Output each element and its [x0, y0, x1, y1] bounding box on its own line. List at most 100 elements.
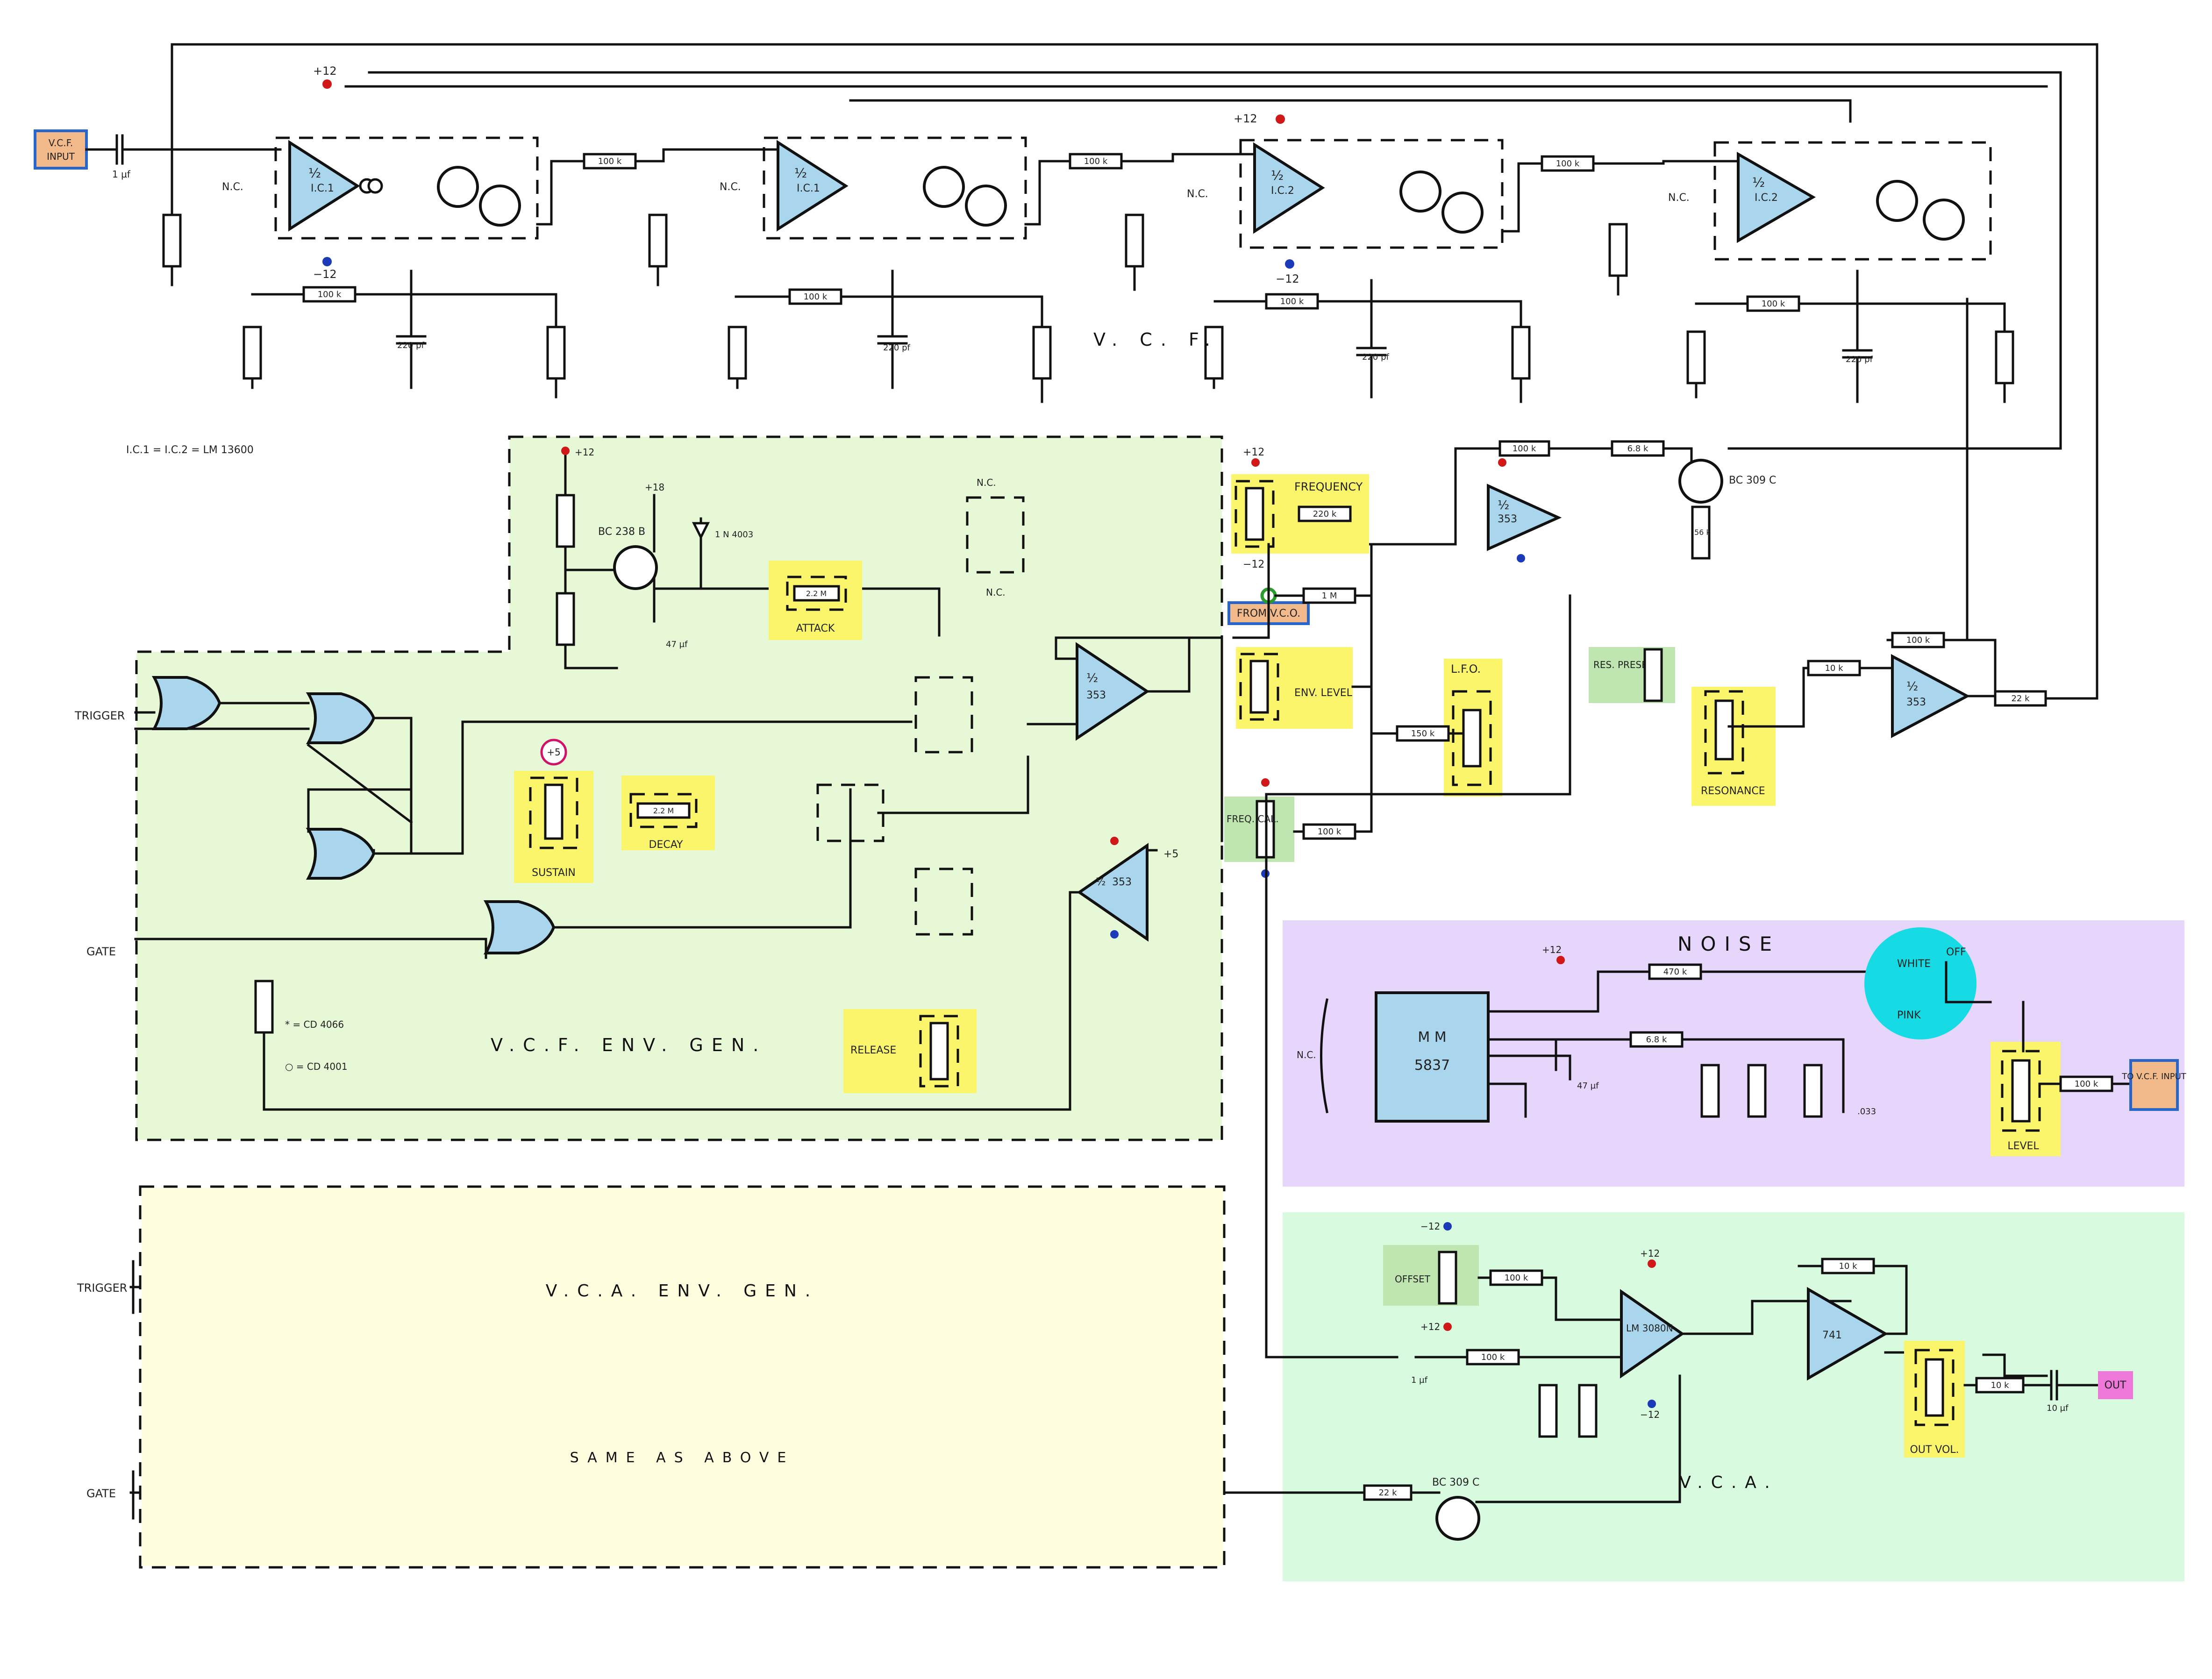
- resonance-r-22k: 22 k: [2011, 694, 2030, 704]
- cv-r-100k: 100 k: [1513, 444, 1536, 454]
- ota-3-label: I.C.2: [1271, 185, 1294, 197]
- stage3-plus12: +12: [1234, 112, 1257, 125]
- noise-off-label: OFF: [1946, 946, 1966, 958]
- r-100k-7: [1746, 295, 1800, 312]
- res-preset-label: RES. PRESET: [1593, 659, 1654, 670]
- vca-transistor: [1435, 1496, 1480, 1541]
- nor-gate-1: [151, 676, 221, 730]
- vca-section: OFFSET −12 +12 100 k 100 k 1 µf LM 3080N…: [1265, 594, 2133, 1541]
- env-gen-title: V.C.F. ENV. GEN.: [491, 1035, 767, 1055]
- env-opamp-1-half: ½: [1086, 671, 1098, 685]
- lfo-label: L.F.O.: [1451, 662, 1481, 676]
- resonance-r-10k: 10 k: [1825, 663, 1843, 673]
- switch-nc-bottom: N.C.: [986, 587, 1006, 598]
- switch-ab: [966, 496, 1025, 574]
- release-label: RELEASE: [850, 1045, 896, 1056]
- ota-4: [1737, 151, 1816, 243]
- top-rail-4: [849, 99, 1852, 123]
- sustain-label: SUSTAIN: [532, 867, 576, 879]
- op741-label: 741: [1822, 1330, 1842, 1341]
- ota-2: [777, 140, 849, 232]
- out-vol-pot[interactable]: [1925, 1358, 1944, 1417]
- vcf-input-label-1: V.C.F.: [49, 137, 73, 149]
- vca-env-panel-fill: [142, 1188, 1223, 1566]
- env-opamp-2-label: 353: [1112, 876, 1132, 888]
- chain-3-4: [1501, 160, 1740, 233]
- noise-level-pot[interactable]: [2011, 1059, 2031, 1123]
- vca-env-body: SAME AS ABOVE: [570, 1450, 795, 1466]
- from-vco-r-1m: 1 M: [1322, 591, 1337, 601]
- freq-cal-label: FREQ. CAL.: [1227, 813, 1279, 825]
- res-preset-pot[interactable]: [1643, 648, 1663, 702]
- out-cap-10uf: 10 µf: [2047, 1403, 2069, 1413]
- cv-opamp: [1487, 484, 1562, 551]
- offset-label: OFFSET: [1395, 1273, 1431, 1285]
- stage3-minus12: −12: [1276, 272, 1299, 285]
- noise-nc: N.C.: [1297, 1049, 1316, 1060]
- noise-plus12: +12: [1542, 944, 1562, 955]
- r-100k-3-label: 100 k: [804, 292, 828, 302]
- cv-opamp-label: 353: [1498, 513, 1517, 525]
- fb-1: [251, 293, 557, 375]
- decay-value: 2.2 M: [653, 806, 674, 815]
- r-100k-5-label: 100 k: [1280, 297, 1304, 306]
- cv-section: ½ 353 BC 309 C 56 k 100 k 6.8 k FREQUENC…: [1224, 298, 2047, 878]
- op741: [1807, 1287, 1889, 1381]
- vca-title: V.C.A.: [1679, 1473, 1778, 1492]
- vcf-input-tag[interactable]: [34, 129, 88, 170]
- feedback-wire: [171, 43, 2098, 700]
- r-100k-6-label: 100 k: [1556, 159, 1580, 169]
- lfo-pot[interactable]: [1462, 709, 1482, 768]
- noise-type-switch[interactable]: [1864, 927, 1977, 1039]
- resonance-label: RESONANCE: [1701, 785, 1765, 797]
- release-pot[interactable]: [929, 1022, 949, 1081]
- r-100k-2: [583, 153, 637, 170]
- attack-pot[interactable]: [793, 585, 840, 602]
- ota-1-label: I.C.1: [311, 183, 334, 194]
- cap-220pf-2: 220 pf: [883, 343, 911, 353]
- noise-chip-number: 5837: [1414, 1057, 1450, 1074]
- offset-pot[interactable]: [1438, 1251, 1457, 1305]
- stage4-nc: N.C.: [1668, 192, 1690, 204]
- env-opamp-2-half: ½: [1096, 876, 1106, 888]
- vca-env-title: V.C.A. ENV. GEN.: [546, 1281, 819, 1301]
- ota-box-3: [1239, 139, 1504, 249]
- to-vcf-tag[interactable]: [2129, 1059, 2179, 1111]
- input-cap: [85, 134, 282, 165]
- noise-chip: [1375, 991, 1490, 1123]
- r-100k-2-label: 100 k: [598, 157, 622, 166]
- freq-cal-r-100k: 100 k: [1318, 827, 1341, 837]
- chain-1-2: [536, 148, 779, 226]
- switch-release: [914, 868, 973, 936]
- ota-2-label: I.C.1: [797, 183, 820, 194]
- out-tag[interactable]: [2098, 1371, 2133, 1399]
- noise-level-label: LEVEL: [2007, 1140, 2039, 1152]
- noise-chip-label: M M: [1418, 1029, 1446, 1046]
- out-r-10k: 10 k: [1991, 1380, 2009, 1390]
- sustain-pot[interactable]: [544, 783, 564, 840]
- noise-section: NOISE M M 5837 N.C. +12 47 µf 470 k 6.8 …: [1297, 927, 2187, 1156]
- resonance-pot[interactable]: [1714, 699, 1734, 761]
- env-level-pot[interactable]: [1249, 660, 1269, 714]
- frequency-plus12: +12: [1243, 447, 1264, 458]
- r-100k-4-label: 100 k: [1084, 157, 1108, 166]
- noise-r-6k8: 6.8 k: [1646, 1035, 1667, 1045]
- lm3080-minus12: −12: [1640, 1409, 1660, 1420]
- decay-pot[interactable]: [636, 802, 691, 819]
- input-cap-label: 1 µf: [112, 169, 131, 180]
- r-100k-6: [1541, 155, 1595, 172]
- attack-label: ATTACK: [796, 623, 835, 634]
- ota-4-half: ½: [1752, 175, 1765, 190]
- release-highlight: [843, 1009, 977, 1093]
- ic-note: I.C.1 = I.C.2 = LM 13600: [126, 444, 254, 456]
- r-56k: 56 k: [1694, 528, 1711, 537]
- out-label: OUT: [2105, 1380, 2126, 1391]
- ota-1-half: ½: [308, 165, 321, 181]
- r-100k-7-label: 100 k: [1762, 299, 1785, 309]
- cv-r-6k8: 6.8 k: [1627, 444, 1648, 454]
- frequency-r-220k: 220 k: [1313, 509, 1337, 519]
- bc238-transistor: [613, 545, 658, 590]
- vca-env-trigger-label: TRIGGER: [77, 1281, 127, 1295]
- switch-attack: [914, 676, 973, 754]
- frequency-pot[interactable]: [1245, 487, 1264, 541]
